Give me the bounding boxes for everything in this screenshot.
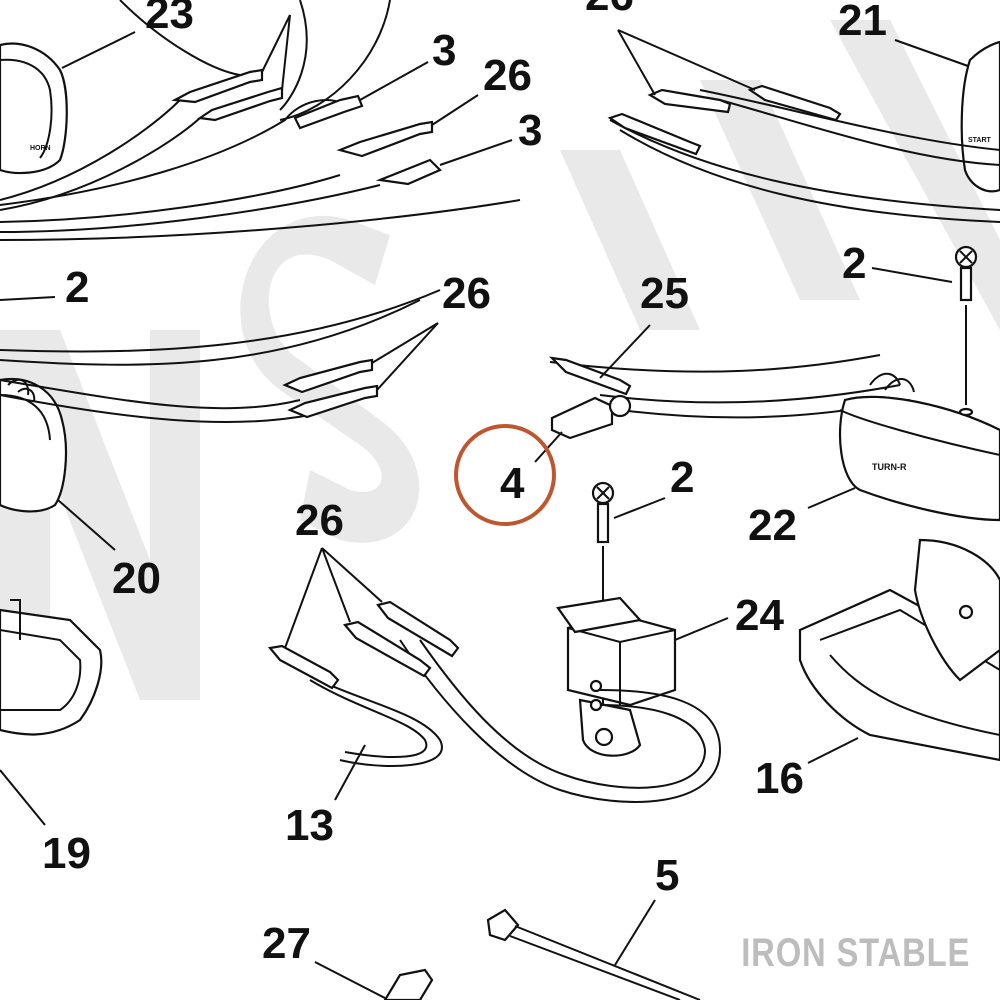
callout-3-mid: 3 xyxy=(518,106,542,155)
turn-r-switch-22: TURN-R xyxy=(838,372,1000,522)
top-left-harness xyxy=(0,0,521,241)
turn-r-label: TURN-R xyxy=(872,462,907,472)
callout-20: 20 xyxy=(112,554,161,603)
callout-25: 25 xyxy=(640,269,689,318)
callout-3-top: 3 xyxy=(432,26,456,75)
callout-26-lower: 26 xyxy=(295,496,344,545)
horn-switch-23: HORN xyxy=(0,42,68,175)
housing-16 xyxy=(798,538,1000,762)
switch-24 xyxy=(556,596,677,757)
highlight-ring xyxy=(454,424,556,526)
screw-2-right xyxy=(954,245,978,417)
cable-clip-4 xyxy=(550,394,632,440)
callout-4: 4 xyxy=(500,459,525,508)
callout-23: 23 xyxy=(145,0,194,38)
lead-13 xyxy=(267,600,722,803)
callout-19: 19 xyxy=(42,829,91,878)
callout-labels: 23 3 26 3 26 21 2 26 25 2 4 2 26 20 22 2… xyxy=(42,0,887,968)
callout-2-right: 2 xyxy=(842,239,866,288)
callout-5: 5 xyxy=(655,851,679,900)
callout-16: 16 xyxy=(755,754,804,803)
callout-21: 21 xyxy=(838,0,887,45)
callout-26-top: 26 xyxy=(585,0,634,20)
brand-watermark: IRON STABLE xyxy=(741,931,970,975)
part-27 xyxy=(383,968,434,1000)
middle-left-harness xyxy=(0,289,441,424)
callout-22: 22 xyxy=(748,501,797,550)
horn-label: HORN xyxy=(30,145,51,152)
callout-13: 13 xyxy=(285,801,334,850)
callout-24: 24 xyxy=(735,591,784,640)
start-switch-21: START xyxy=(960,40,1000,193)
cable-tie-5 xyxy=(486,908,701,1000)
callout-2-center: 2 xyxy=(670,453,694,502)
callout-2-left: 2 xyxy=(65,263,89,312)
housing-19 xyxy=(0,599,103,736)
top-right-harness xyxy=(607,84,1000,223)
callout-26-mid: 26 xyxy=(442,269,491,318)
start-label: START xyxy=(968,137,992,144)
callout-26-top-left: 26 xyxy=(483,51,532,100)
callout-27: 27 xyxy=(262,919,311,968)
